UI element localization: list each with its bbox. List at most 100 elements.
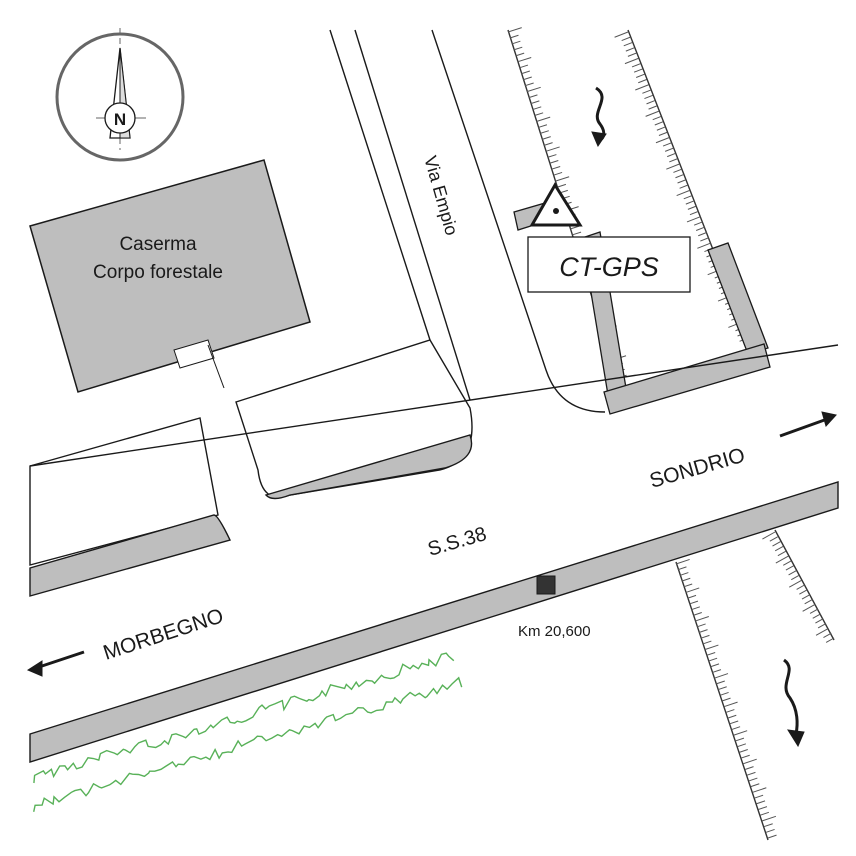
triangle-dot-icon <box>529 182 583 227</box>
station-label: CT-GPS <box>559 252 659 282</box>
hatch-mark <box>691 606 701 611</box>
flow-arrow-lower-icon <box>782 658 805 748</box>
hatch-mark <box>804 599 813 605</box>
hatch-mark <box>633 68 643 73</box>
hatch-mark <box>519 64 529 69</box>
hatch-mark <box>689 210 699 216</box>
hatch-mark <box>631 63 641 68</box>
hatch-mark <box>767 834 777 839</box>
hatch-mark <box>712 669 722 673</box>
hatch-mark <box>656 126 666 131</box>
channel-lower-hatch-right <box>762 531 835 643</box>
hatch-mark <box>756 800 766 805</box>
hatch-mark <box>748 777 758 782</box>
hatch-mark <box>695 226 705 231</box>
km-marker <box>536 575 556 595</box>
hatch-mark <box>695 616 709 622</box>
hatch-mark <box>624 57 639 65</box>
hatch-mark <box>693 221 703 226</box>
hatch-mark <box>696 623 706 628</box>
hatch-mark <box>654 121 664 126</box>
hatch-mark <box>687 594 697 599</box>
hatch-mark <box>762 815 777 822</box>
station-ct-gps: CT-GPS <box>527 182 691 293</box>
hatch-mark <box>509 34 519 39</box>
hatch-mark <box>752 787 767 793</box>
hatch-mark <box>733 730 748 736</box>
hatch-mark <box>679 184 689 189</box>
hatch-mark <box>644 94 654 100</box>
channel-lower <box>675 529 835 841</box>
hatch-mark <box>686 216 701 223</box>
hatch-mark <box>645 110 660 117</box>
hatch-mark <box>679 572 689 576</box>
hatch-mark <box>681 577 691 582</box>
hatch-mark <box>704 644 719 651</box>
hatch-mark <box>521 70 531 75</box>
hatch-mark <box>614 31 629 38</box>
hatch-mark <box>625 47 635 52</box>
hatch-mark <box>788 570 797 576</box>
channel-lower-hatch-left <box>675 558 777 839</box>
hatch-mark <box>677 179 687 184</box>
hatch-mark <box>547 154 557 158</box>
hatch-mark <box>744 766 754 770</box>
hatch-mark <box>515 52 525 57</box>
km-label: Km 20,600 <box>518 623 591 640</box>
compass-rose-icon: N <box>55 28 185 162</box>
hatch-mark <box>815 618 824 624</box>
hatch-mark <box>802 603 816 612</box>
morbegno-label: MORBEGNO <box>100 604 226 664</box>
hatch-mark <box>788 579 803 588</box>
building-name-line1: Caserma <box>119 234 197 255</box>
hatch-mark <box>785 565 795 571</box>
hatch-mark <box>557 183 567 188</box>
hatch-mark <box>541 136 551 140</box>
hatch-mark <box>545 146 560 152</box>
hatch-mark <box>513 46 523 51</box>
hatch-mark <box>725 709 735 713</box>
hatch-mark <box>635 84 649 91</box>
ss38-south-strip <box>29 481 839 763</box>
hatch-mark <box>570 225 580 230</box>
hatch-mark <box>739 749 748 753</box>
hatch-mark <box>698 232 707 237</box>
hatch-mark <box>648 105 658 110</box>
hatch-mark <box>723 701 738 708</box>
hatch-mark <box>799 589 808 595</box>
arrow-morbegno-icon <box>26 650 85 677</box>
building-entrance <box>173 339 215 369</box>
hatch-mark <box>666 163 680 170</box>
hatch-mark <box>658 131 668 136</box>
sondrio-label: SONDRIO <box>647 444 748 493</box>
hatch-mark <box>774 546 784 552</box>
hatch-mark <box>662 142 672 147</box>
hatch-mark <box>524 82 534 87</box>
hatch-mark <box>540 130 549 134</box>
hatch-mark <box>812 613 821 619</box>
building-caserma: Caserma Corpo forestale <box>29 159 311 393</box>
via-empio-label: Via Empio <box>420 154 462 238</box>
hatch-mark <box>762 531 776 540</box>
hatch-mark <box>685 200 695 205</box>
hatch-mark <box>676 189 691 196</box>
hatch-mark <box>689 600 699 605</box>
flow-arrow-upper-icon <box>591 86 607 148</box>
hatch-mark <box>700 237 709 242</box>
hatch-mark <box>796 584 805 590</box>
hatch-mark <box>642 89 651 94</box>
hatch-mark <box>646 100 656 105</box>
hatch-mark <box>623 42 633 47</box>
hatch-mark <box>801 594 811 600</box>
hatch-mark <box>549 160 559 164</box>
hatch-mark <box>530 100 540 105</box>
hatch-mark <box>815 627 829 636</box>
hatch-mark <box>700 634 710 639</box>
hatch-mark <box>731 726 741 731</box>
hatch-mark <box>664 147 674 152</box>
hatch-mark <box>551 166 561 170</box>
hatch-mark <box>706 651 716 656</box>
hatch-mark <box>638 79 647 84</box>
hatch-mark <box>729 720 739 725</box>
arrow-sondrio-icon <box>779 411 837 438</box>
